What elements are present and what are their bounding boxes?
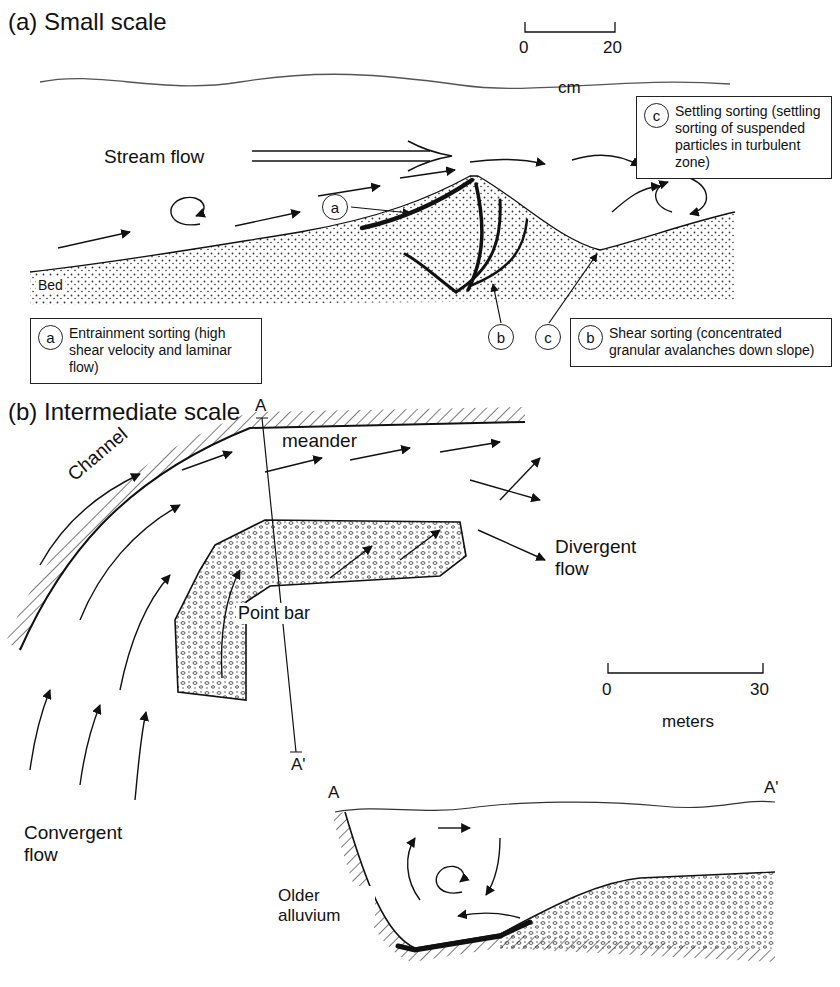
figure-label: 0 (519, 38, 528, 58)
figure-label: Point bar (236, 603, 312, 624)
label-box: Shear sorting (concentrated granular ava… (570, 318, 832, 367)
flow-arrows (58, 155, 707, 248)
section-bank (345, 812, 500, 948)
figure-label: Stream flow (104, 146, 204, 168)
stream-flow-arrow (252, 141, 452, 171)
label-box: Entrainment sorting (high shear velocity… (30, 318, 262, 384)
bed (30, 176, 735, 305)
figure-label: A (328, 783, 339, 803)
section-bar-top (500, 872, 775, 934)
figure-label: 30 (750, 680, 769, 700)
box-text: Entrainment sorting (high shear velocity… (69, 325, 232, 375)
callout-circle: b (488, 324, 514, 350)
figure-label: 0 (602, 680, 611, 700)
laminae (362, 180, 527, 292)
panel-title: (a) Small scale (8, 8, 167, 36)
callout-circle: a (322, 194, 348, 220)
callout-circle: a (38, 325, 63, 350)
lag-layer (398, 922, 530, 950)
section-hatch (332, 812, 775, 962)
callout-circle: b (578, 325, 603, 350)
callout-letter: c (653, 108, 661, 123)
section-water (335, 801, 775, 812)
figure-label: Divergent flow (553, 536, 667, 580)
scale-bar (525, 22, 615, 32)
bed-surface (30, 176, 735, 272)
label-box: Settling sorting (settling sorting of su… (636, 96, 832, 179)
section-arrows (408, 828, 520, 918)
callout-circle: c (644, 103, 669, 128)
figure-label: Older alluvium (276, 886, 375, 925)
figure-label: meander (280, 430, 359, 452)
figure-label: Channel (62, 422, 133, 487)
box-text: Settling sorting (settling sorting of su… (675, 103, 821, 170)
callout-circle: c (535, 324, 561, 350)
scale-bar-b (608, 663, 763, 673)
figure-label: Convergent flow (22, 822, 146, 866)
callout-letter: a (46, 330, 54, 345)
callout-letter: a (331, 200, 339, 215)
figure-label: cm (558, 78, 581, 98)
section-bar (500, 872, 775, 950)
figure-label: 20 (603, 38, 622, 58)
figure-label: Bed (36, 277, 65, 293)
panel-title: (b) Intermediate scale (8, 398, 240, 426)
figure-label: meters (662, 712, 714, 732)
leader-lines (351, 207, 597, 323)
water-surface (40, 74, 730, 88)
flow-arrows-b (30, 442, 545, 800)
callout-letter: b (586, 330, 594, 345)
box-text: Shear sorting (concentrated granular ava… (609, 325, 814, 358)
figure-label: A' (291, 755, 306, 775)
figure-label: A (255, 396, 266, 416)
callout-letter: c (544, 330, 552, 345)
callout-letter: b (497, 330, 505, 345)
point-bar (175, 520, 466, 700)
figure-label: A' (764, 778, 779, 798)
